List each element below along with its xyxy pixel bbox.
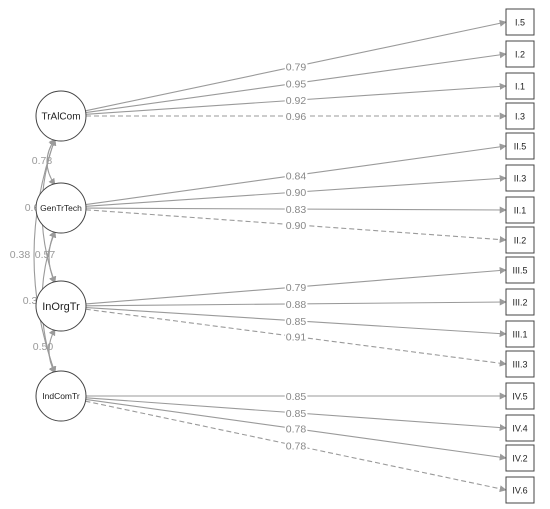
loading-value-iv-4: 0.85	[286, 408, 307, 420]
latent-label-indcomtr: IndComTr	[42, 391, 80, 401]
indicator-label-iii-1: III.1	[512, 330, 527, 340]
indicator-label-iii-3: III.3	[512, 360, 527, 370]
indicator-box-i-3	[505, 102, 535, 130]
loading-value-i-5: 0.79	[286, 61, 307, 73]
loading-label-bg	[284, 188, 308, 199]
latent-node-gentrtech	[35, 182, 87, 234]
covariance-value-f2-f4: 0.3	[23, 295, 38, 307]
indicator-box-iv-6	[505, 476, 535, 504]
loading-value-i-1: 0.92	[286, 95, 307, 107]
loading-label-bg	[284, 408, 308, 419]
loading-layer: 0.79 0.95 0.92 0.96 0.84 0.90 0.83 0.90 0.79 0.88…	[85, 19, 507, 493]
indicator-box-iv-4	[505, 414, 535, 442]
loading-label-bg	[284, 299, 308, 310]
indicator-label-iv-4: IV.4	[512, 424, 527, 434]
loading-value-iii-3: 0.91	[286, 332, 307, 344]
loading-value-iv-6: 0.78	[286, 441, 307, 453]
loading-label-bg	[284, 205, 308, 216]
indicator-label-i-1: I.1	[515, 82, 525, 92]
loading-value-iii-1: 0.85	[286, 316, 307, 328]
indicator-label-i-5: I.5	[515, 18, 525, 28]
indicator-box-i-5	[505, 8, 535, 36]
loading-value-ii-2: 0.90	[286, 220, 307, 232]
loading-value-ii-3: 0.90	[286, 187, 307, 199]
loading-label-bg	[284, 112, 308, 122]
indicator-label-iv-2: IV.2	[512, 454, 527, 464]
indicator-box-iii-2	[505, 288, 535, 316]
latent-node-tralcom	[35, 90, 87, 142]
indicator-box-ii-2	[505, 226, 535, 254]
latent-label-tralcom: TrAlCom	[41, 112, 80, 123]
covariance-layer: 0.780.570.500.60.30.38	[10, 138, 57, 374]
covariance-value-f1-f4: 0.38	[10, 249, 31, 261]
loading-value-iv-5: 0.85	[286, 391, 307, 403]
loading-label-bg	[284, 392, 308, 402]
indicator-label-ii-2: II.2	[514, 236, 527, 246]
loading-label-bg	[284, 79, 308, 90]
indicator-label-iii-5: III.5	[512, 266, 527, 276]
covariance-value-f2-f3: 0.57	[35, 249, 56, 261]
latent-label-gentrtech: GenTrTech	[40, 203, 82, 213]
loading-label-bg	[284, 441, 308, 452]
indicator-box-iii-3	[505, 350, 535, 378]
loading-label-bg	[284, 62, 308, 73]
loading-label-bg	[284, 332, 308, 343]
loading-label-bg	[284, 282, 308, 293]
indicator-label-iv-6: IV.6	[512, 486, 527, 496]
indicator-label-iii-2: III.2	[512, 298, 527, 308]
loading-label-bg	[284, 424, 308, 435]
node-layer: I.5I.2I.1I.3II.5II.3II.1II.2III.5III.2II…	[35, 8, 535, 504]
loading-value-iii-5: 0.79	[286, 282, 307, 294]
indicator-label-ii-5: II.5	[514, 142, 527, 152]
latent-node-inorgtr	[35, 280, 87, 332]
loading-label-bg	[284, 171, 308, 182]
indicator-box-ii-3	[505, 164, 535, 192]
indicator-box-ii-1	[505, 196, 535, 224]
indicator-label-iv-5: IV.5	[512, 392, 527, 402]
indicator-box-iii-5	[505, 256, 535, 284]
indicator-box-ii-5	[505, 132, 535, 160]
loading-label-bg	[284, 220, 308, 231]
indicator-label-i-3: I.3	[515, 112, 525, 122]
loading-value-iii-2: 0.88	[286, 299, 307, 311]
loading-value-i-3: 0.96	[286, 111, 307, 123]
indicator-box-iv-2	[505, 444, 535, 472]
indicator-box-iii-1	[505, 320, 535, 348]
indicator-box-i-1	[505, 72, 535, 100]
loading-label-bg	[284, 96, 308, 107]
indicator-label-i-2: I.2	[515, 50, 525, 60]
loading-value-i-2: 0.95	[286, 78, 307, 90]
latent-node-indcomtr	[35, 370, 87, 422]
loading-value-iv-2: 0.78	[286, 424, 307, 436]
indicator-box-iv-5	[505, 382, 535, 410]
covariance-arc-f1-f4	[33, 138, 57, 374]
covariance-value-f3-f4: 0.50	[33, 341, 54, 353]
indicator-label-ii-3: II.3	[514, 174, 527, 184]
indicator-box-i-2	[505, 40, 535, 68]
loading-value-ii-5: 0.84	[286, 170, 307, 182]
indicator-label-ii-1: II.1	[514, 206, 527, 216]
latent-label-inorgtr: InOrgTr	[42, 301, 80, 313]
loading-value-ii-1: 0.83	[286, 204, 307, 216]
loading-label-bg	[284, 316, 308, 327]
